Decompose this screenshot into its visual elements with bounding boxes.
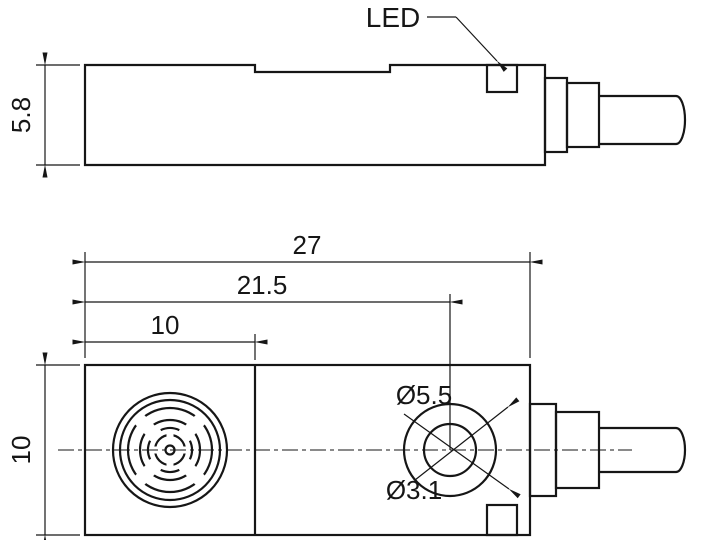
hole-outer-callout: Ø5.5 bbox=[396, 380, 521, 499]
front-view bbox=[58, 363, 687, 537]
front-led-window bbox=[485, 503, 519, 537]
dim-side-height-label: 5.8 bbox=[6, 97, 36, 133]
hole-inner-callout: Ø3.1 bbox=[386, 397, 520, 505]
hole-inner-label: Ø3.1 bbox=[386, 475, 442, 505]
hole-outer-label: Ø5.5 bbox=[396, 380, 452, 410]
dim-body-width-label: 10 bbox=[6, 436, 36, 465]
led-leader-line bbox=[455, 16, 508, 72]
side-connector-sleeve bbox=[565, 81, 601, 149]
dim-face-width: 10 bbox=[72, 310, 268, 360]
dim-face-width-label: 10 bbox=[151, 310, 180, 340]
led-callout: LED bbox=[366, 2, 508, 72]
hole-outer-leader bbox=[403, 413, 521, 499]
front-cable bbox=[599, 426, 687, 474]
side-view bbox=[83, 63, 687, 167]
side-cable bbox=[599, 94, 687, 146]
dim-hole-offset-label: 21.5 bbox=[237, 270, 288, 300]
led-window bbox=[485, 63, 519, 94]
dim-body-width: 10 bbox=[6, 352, 80, 540]
hole-inner-leader bbox=[414, 397, 520, 481]
dim-side-height: 5.8 bbox=[6, 52, 80, 178]
led-label: LED bbox=[366, 2, 420, 33]
dim-overall-length-label: 27 bbox=[293, 230, 322, 260]
side-view-body-outline bbox=[83, 63, 547, 167]
dim-hole-offset: 21.5 bbox=[72, 270, 463, 450]
side-connector-flange bbox=[543, 76, 569, 154]
